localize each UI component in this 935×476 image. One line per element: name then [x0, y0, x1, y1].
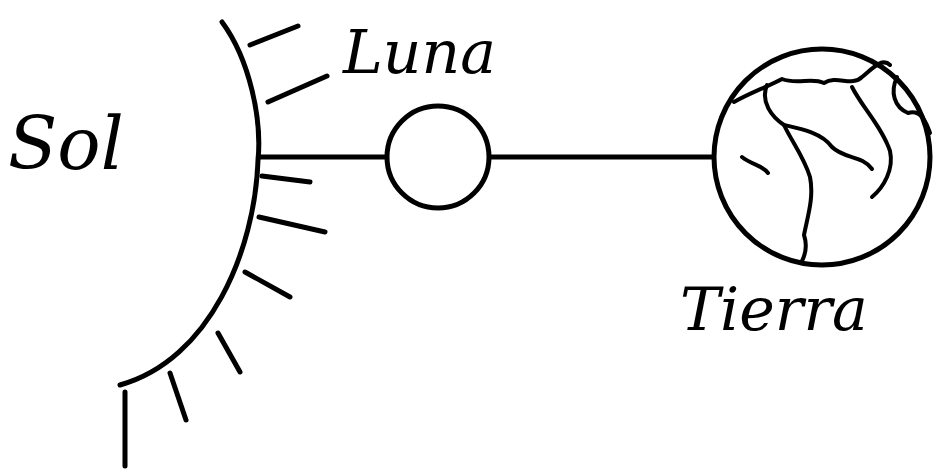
moon-circle: Luna [385, 104, 491, 210]
node-label: Tierra [680, 279, 868, 339]
sun-shape: Sol [0, 20, 258, 294]
earth-circle-outline [712, 47, 932, 267]
connector-line [258, 155, 385, 160]
moon-circle-outline [385, 104, 491, 210]
node-label: Luna [343, 22, 496, 82]
earth-circle: Tierra [712, 47, 932, 267]
connector-line [491, 155, 712, 160]
node-label: Sol [8, 108, 124, 180]
